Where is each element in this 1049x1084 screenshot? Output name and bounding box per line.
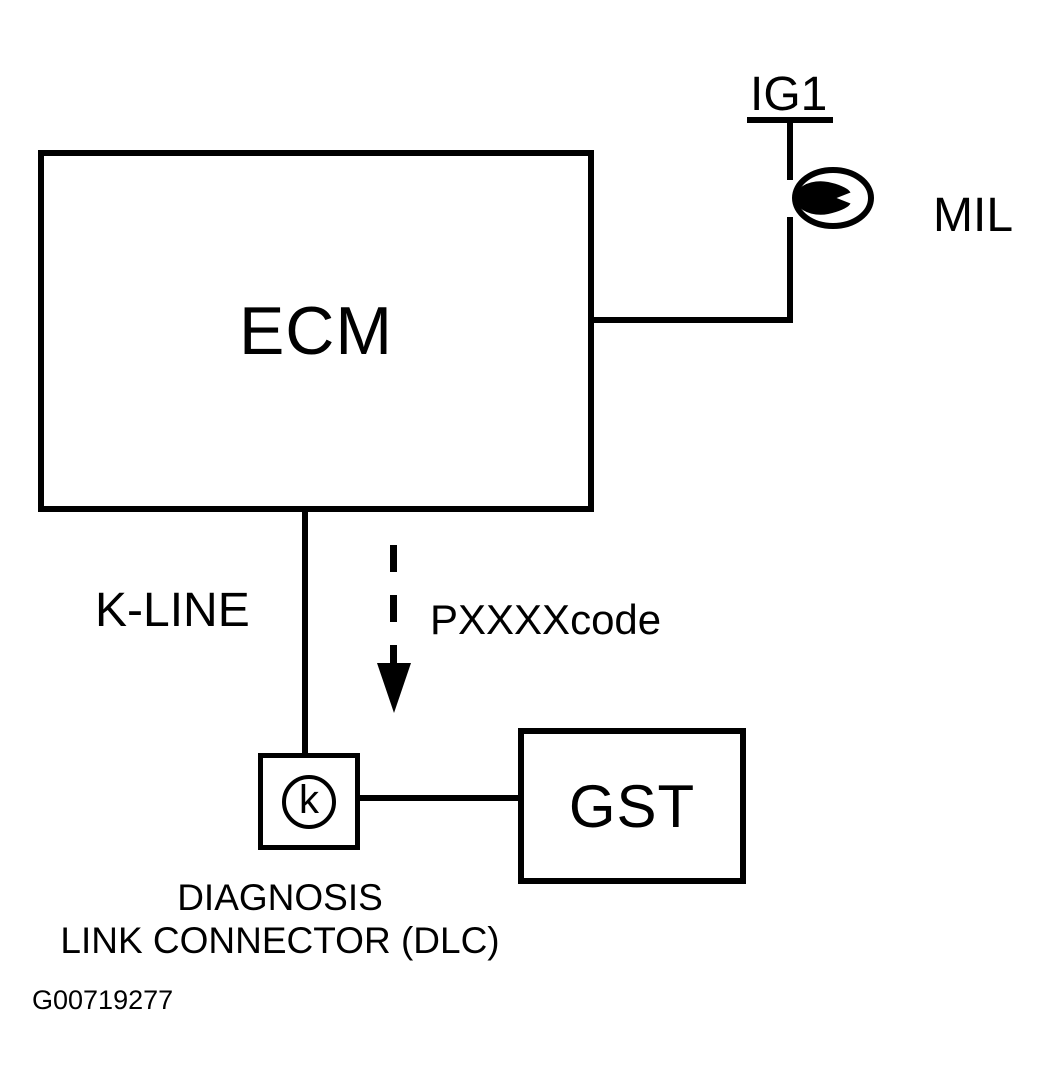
arrow-dash [390,545,397,572]
arrow-dash [390,645,397,667]
mil-lamp-icon [792,167,874,229]
wire-k-line [302,509,308,757]
gst-label: GST [568,772,696,840]
wire-dlc-to-gst [358,795,520,801]
k-terminal-letter: k [299,777,319,822]
dlc-caption: DIAGNOSIS LINK CONNECTOR (DLC) [25,876,535,963]
dlc-caption-line2: LINK CONNECTOR (DLC) [60,920,500,962]
dlc-box: k [258,753,360,850]
arrow-head [377,663,411,713]
k-line-label: K-LINE [95,584,250,637]
ecm-box: ECM [38,150,594,512]
wire-ecm-to-mil [592,317,793,323]
ig1-label: IG1 [750,68,828,121]
dlc-caption-line1: DIAGNOSIS [177,877,383,918]
gst-box: GST [518,728,746,884]
mil-label: MIL [933,189,1014,242]
ecm-label: ECM [238,293,394,369]
figure-id: G00719277 [32,985,174,1015]
wire-lamp-to-ecm-run [787,217,793,323]
code-flow-arrow-icon [377,545,411,713]
pxxxx-code-label: PXXXXcode [430,596,662,643]
arrow-dash [390,595,397,622]
ig1-underline [747,117,833,123]
wire-ig1-to-lamp [787,122,793,180]
k-terminal-icon: k [282,774,336,829]
